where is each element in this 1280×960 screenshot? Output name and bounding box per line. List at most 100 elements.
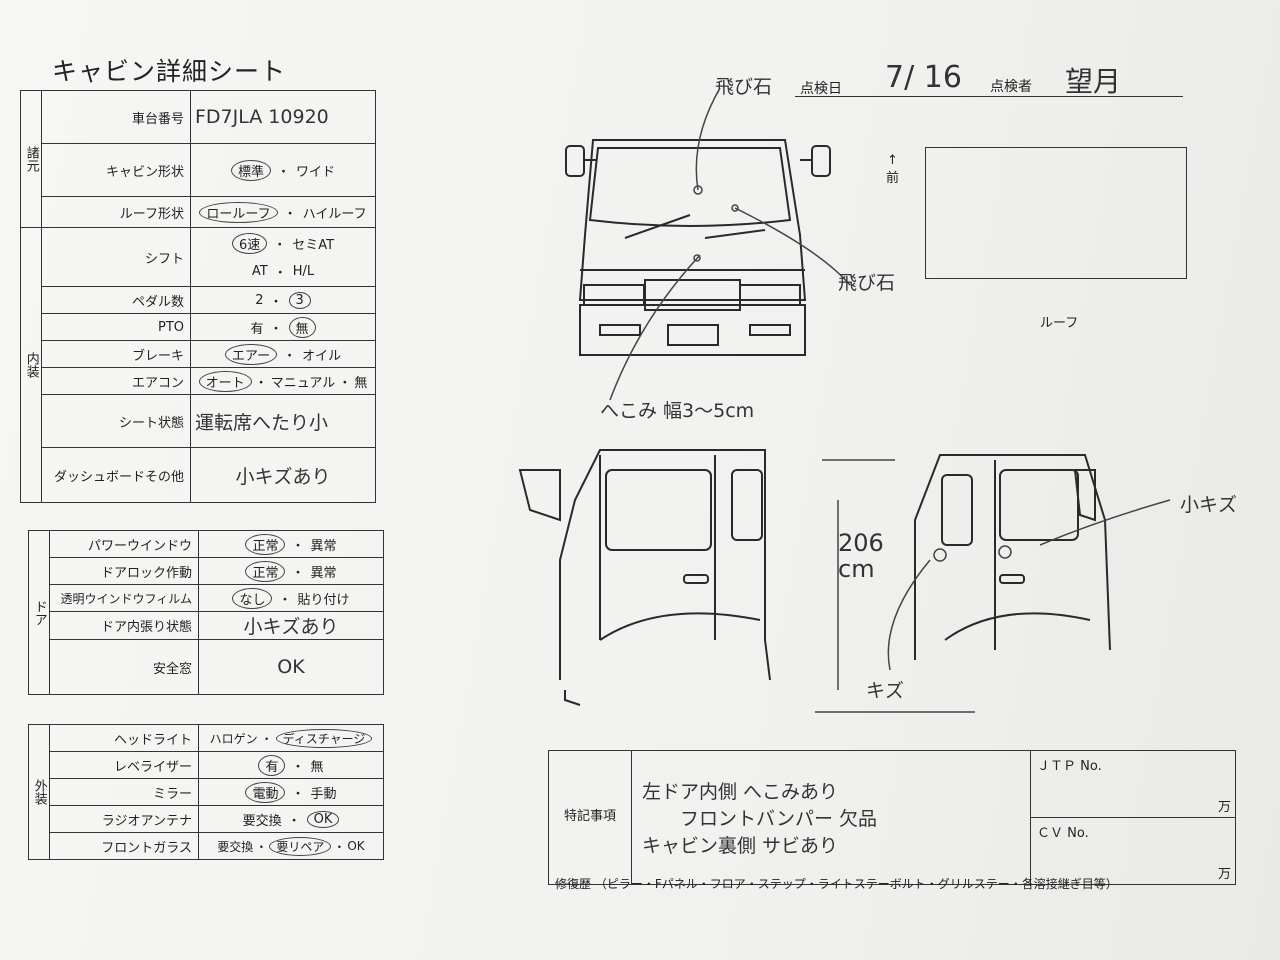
option-cabin-shape-wide[interactable]: ワイド: [296, 164, 336, 180]
label-roof-shape: ルーフ形状: [41, 196, 191, 228]
label-cabin-shape: キャビン形状: [41, 143, 191, 197]
field-cabin-shape[interactable]: 標準・ ワイド: [190, 143, 376, 197]
option-power-window-abnormal[interactable]: 異常: [310, 538, 337, 554]
field-aircon[interactable]: オート・マニュアル・無: [190, 367, 376, 395]
option-roof-low[interactable]: ロールーフ: [199, 201, 278, 223]
option-window-film-none[interactable]: なし: [232, 587, 273, 609]
option-headlight-discharge[interactable]: ディスチャージ: [275, 728, 373, 748]
option-leveler-no[interactable]: 無: [310, 759, 324, 775]
label-brake: ブレーキ: [41, 340, 191, 368]
field-shift[interactable]: 6速・セミAT AT ・ H/L: [190, 227, 376, 287]
value-inspector[interactable]: 望月: [1065, 65, 1122, 98]
option-leveler-yes[interactable]: 有: [258, 754, 286, 776]
field-leveler[interactable]: 有・無: [198, 751, 384, 779]
value-safety-window[interactable]: OK: [198, 639, 384, 695]
section-interior: 内装: [20, 227, 42, 503]
option-windshield-replace[interactable]: 要交換: [217, 839, 254, 854]
label-windshield: フロントガラス: [49, 832, 199, 860]
door-table: ドア パワーウインドウ 正常・異常 ドアロック作動 正常・異常 透明ウインドウフ…: [28, 530, 384, 695]
value-inspection-date[interactable]: 7/ 16: [885, 60, 962, 95]
field-window-film[interactable]: なし・貼り付け: [198, 584, 384, 612]
option-door-lock-normal[interactable]: 正常: [245, 560, 286, 582]
field-brake[interactable]: エアー・オイル: [190, 340, 376, 368]
field-power-window[interactable]: 正常・異常: [198, 530, 384, 558]
remark-line-2: フロントバンパー 欠品: [680, 808, 877, 830]
truck-front-view: [565, 139, 831, 356]
field-roof-shape[interactable]: ロールーフ・ ハイルーフ: [190, 196, 376, 228]
label-chassis-number: 車台番号: [41, 90, 191, 144]
cv-number-cell[interactable]: ＣＶ No. 万: [1030, 817, 1236, 885]
field-door-lock[interactable]: 正常・異常: [198, 557, 384, 585]
field-radio-antenna[interactable]: 要交換・OK: [198, 805, 384, 833]
note-small-scratch: 小キズ: [1180, 494, 1238, 516]
option-aircon-auto[interactable]: オート: [198, 370, 252, 392]
option-pto-no[interactable]: 無: [288, 316, 316, 338]
remarks-content[interactable]: 左ドア内側 へこみあり フロントバンパー 欠品 キャビン裏側 サビあり: [631, 750, 1031, 885]
field-mirror[interactable]: 電動・手動: [198, 778, 384, 806]
field-windshield[interactable]: 要交換・要リペア・OK: [198, 832, 384, 860]
arrow-up-icon: ↑: [887, 153, 898, 168]
section-exterior: 外装: [28, 724, 50, 860]
option-pedal-3[interactable]: 3: [288, 291, 311, 309]
section-door: ドア: [28, 530, 50, 695]
option-roof-high[interactable]: ハイルーフ: [302, 206, 367, 222]
option-shift-hl[interactable]: H/L: [292, 264, 315, 279]
remark-line-3: キャビン裏側 サビあり: [642, 835, 839, 857]
sheet-title: キャビン詳細シート: [52, 57, 287, 86]
option-pedal-2[interactable]: 2: [255, 292, 264, 308]
option-door-lock-abnormal[interactable]: 異常: [310, 565, 337, 581]
note-stone-chip-right: 飛び石: [838, 272, 896, 294]
truck-right-side-view: [914, 454, 1111, 660]
option-window-film-applied[interactable]: 貼り付け: [297, 592, 350, 608]
remark-line-1: 左ドア内側 へこみあり: [642, 781, 839, 803]
label-remarks: 特記事項: [548, 750, 632, 885]
field-pedal-count[interactable]: 2 ・ 3: [190, 286, 376, 314]
front-label: 前: [886, 171, 900, 187]
label-safety-window: 安全窓: [49, 639, 199, 695]
label-pedal-count: ペダル数: [41, 286, 191, 314]
option-headlight-halogen[interactable]: ハロゲン: [209, 731, 258, 746]
option-brake-air[interactable]: エアー: [224, 343, 278, 365]
jtp-number-cell[interactable]: ＪＴＰ No. 万: [1030, 750, 1236, 818]
front-indicator: ↑ 前: [886, 152, 899, 188]
option-pto-yes[interactable]: 有: [250, 321, 264, 337]
option-antenna-ok[interactable]: OK: [306, 810, 340, 828]
jtp-label: ＪＴＰ No.: [1037, 759, 1102, 774]
value-dashboard[interactable]: 小キズあり: [190, 447, 376, 503]
cv-label: ＣＶ No.: [1037, 826, 1089, 841]
remarks-table: 特記事項 左ドア内側 へこみあり フロントバンパー 欠品 キャビン裏側 サビあり…: [548, 750, 1236, 885]
option-aircon-none[interactable]: 無: [354, 375, 368, 391]
note-dent-width: へこみ 幅3〜5cm: [600, 400, 755, 422]
option-windshield-ok[interactable]: OK: [347, 839, 365, 853]
value-chassis-number[interactable]: FD7JLA 10920: [190, 90, 376, 144]
spec-interior-table: 諸元 車台番号 FD7JLA 10920 キャビン形状 標準・ ワイド ルーフ形…: [20, 90, 376, 503]
field-pto[interactable]: 有 ・ 無: [190, 313, 376, 341]
label-window-film: 透明ウインドウフィルム: [49, 584, 199, 612]
section-spec: 諸元: [20, 90, 42, 228]
label-shift: シフト: [41, 227, 191, 287]
option-shift-semi-at[interactable]: セミAT: [292, 238, 335, 253]
option-cabin-shape-selected[interactable]: 標準: [230, 159, 271, 181]
header-underline: [795, 96, 1183, 97]
label-mirror: ミラー: [49, 778, 199, 806]
option-mirror-electric[interactable]: 電動: [245, 781, 286, 803]
value-door-trim[interactable]: 小キズあり: [198, 611, 384, 640]
option-antenna-replace[interactable]: 要交換: [242, 813, 282, 829]
option-shift-6[interactable]: 6速: [231, 233, 268, 254]
option-windshield-repair[interactable]: 要リペア: [269, 836, 332, 856]
option-aircon-manual[interactable]: マニュアル: [270, 375, 336, 391]
option-power-window-normal[interactable]: 正常: [245, 533, 286, 555]
field-headlight[interactable]: ハロゲン・ディスチャージ: [198, 724, 384, 752]
label-dashboard: ダッシュボードその他: [41, 447, 191, 503]
label-pto: PTO: [41, 313, 191, 341]
roof-diagram-box: [925, 147, 1187, 279]
option-mirror-manual[interactable]: 手動: [310, 786, 337, 802]
label-radio-antenna: ラジオアンテナ: [49, 805, 199, 833]
note-stone-chip-top: 飛び石: [715, 76, 773, 98]
roof-label: ルーフ: [1040, 316, 1079, 331]
option-brake-oil[interactable]: オイル: [302, 348, 342, 364]
option-shift-at[interactable]: AT: [251, 264, 268, 279]
value-seat-condition[interactable]: 運転席へたり小: [190, 394, 376, 448]
label-headlight: ヘッドライト: [49, 724, 199, 752]
label-seat-condition: シート状態: [41, 394, 191, 448]
